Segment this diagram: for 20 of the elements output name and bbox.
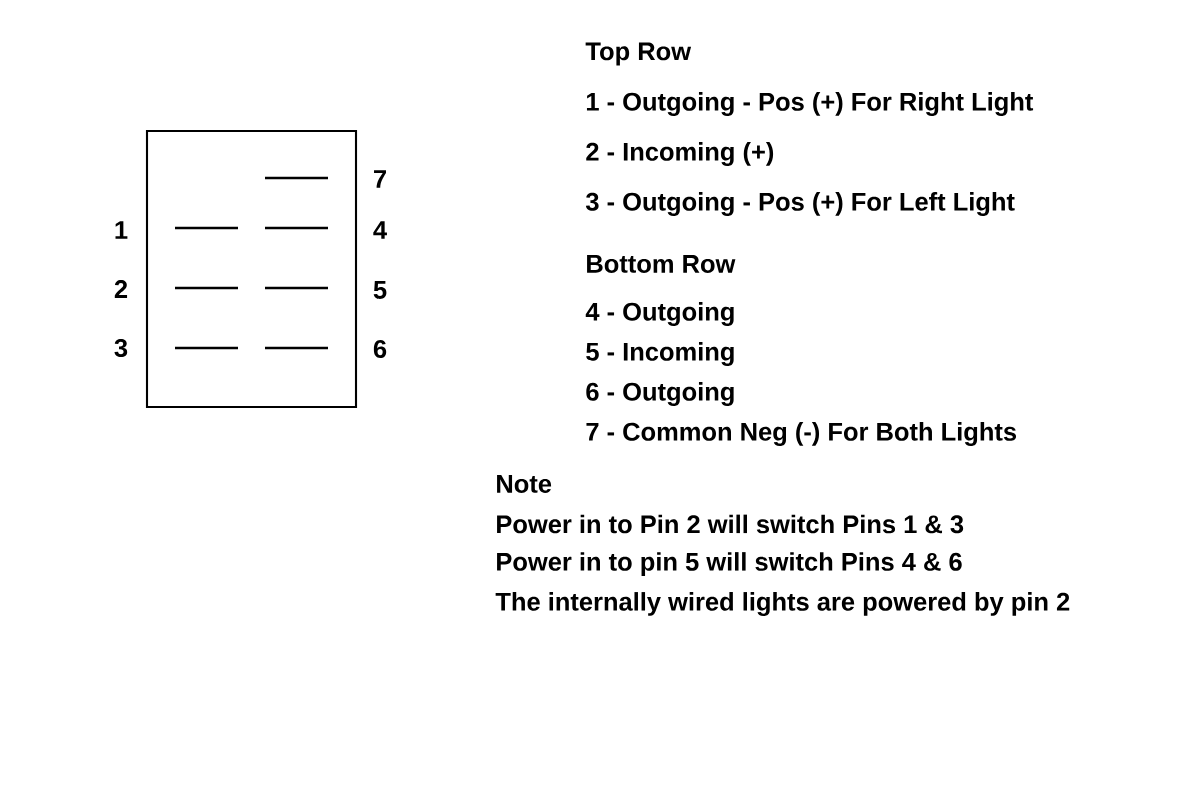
pin-description: 6 - Outgoing (586, 382, 734, 406)
pin-number: 5 (373, 281, 387, 299)
row-heading: Top Row (585, 42, 692, 66)
pin-description: 2 - Incoming (+) (586, 142, 774, 166)
pin-number: 7 (374, 170, 386, 188)
note-text: The internally wired lights are powered by pin 2 (495, 592, 1070, 616)
pin-description: 3 - Outgoing - Pos (+) For Left Light (585, 192, 1015, 216)
pin-number: 4 (373, 221, 387, 239)
note-text: Power in to Pin 2 will switch Pins 1 & 3 (497, 514, 964, 534)
pin-number: 6 (373, 339, 387, 358)
pin-description: 7 - Common Neg (-) For Both Lights (586, 422, 1017, 446)
note-heading: Note (497, 475, 552, 493)
pin-number: 1 (115, 221, 128, 239)
pin-description: 5 - Incoming (586, 342, 734, 366)
pin-description: 4 - Outgoing (585, 302, 734, 326)
row-heading: Bottom Row (587, 255, 736, 273)
pin-number: 2 (114, 280, 128, 298)
pin-description: 1 - Outgoing - Pos (+) For Right Light (586, 92, 1034, 116)
pin-number: 3 (114, 338, 128, 358)
note-text: Power in to pin 5 will switch Pins 4 & 6 (497, 552, 962, 576)
